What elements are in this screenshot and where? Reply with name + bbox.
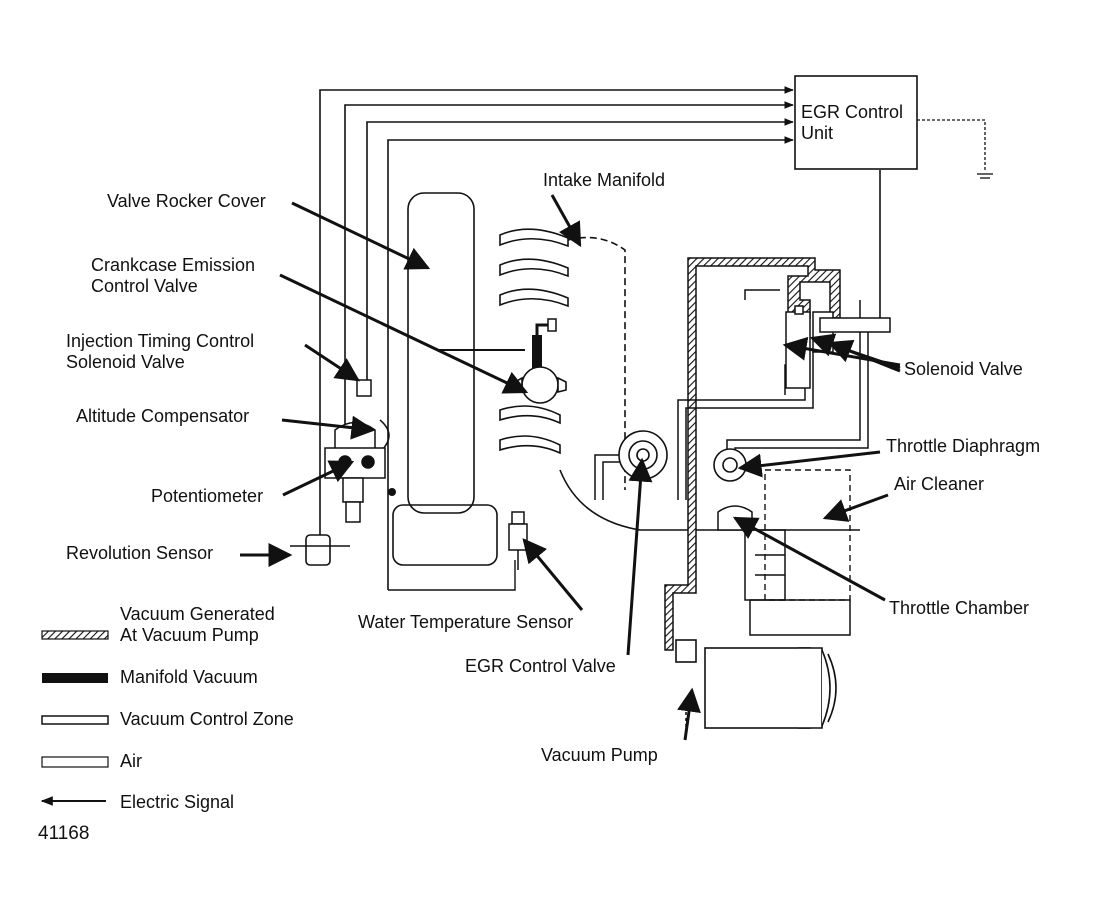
legend-label-air: Air [120,751,142,771]
open-bar-icon [41,756,109,768]
egr-control-unit-box [794,75,918,170]
vacuum-pump-shape [675,639,837,730]
egr-control-unit-label: EGR Control Unit [801,102,904,143]
arrow-intake-manifold [550,194,582,248]
legend-label-electric-signal: Electric Signal [120,792,235,812]
legend-label-vacuum-pump: Vacuum Generated At Vacuum Pump [120,604,275,645]
valve-rocker-cover-shape [407,192,475,514]
egr-control-valve-label: EGR Control Valve [465,656,616,676]
arrow-injection-solenoid [304,343,361,382]
arrow-potentiometer [282,460,355,497]
arrow-egr-control-valve [626,457,653,656]
ground-icon [917,119,993,179]
solenoid-valve-label: Solenoid Valve [904,359,1023,379]
legend-label-manifold-vacuum: Manifold Vacuum [120,667,258,687]
arrow-throttle-chamber [732,516,886,602]
injection-timing-control-solenoid-valve-label: Injection Timing Control Solenoid Valve [66,331,255,372]
vacuum-pump-line [664,257,841,651]
valve-rocker-cover-label: Valve Rocker Cover [107,191,266,211]
arrow-altitude-compensator [281,415,376,440]
revolution-sensor-shape [290,534,350,566]
arrow-solenoid-3 [827,339,901,373]
legend-label-vacuum-control-zone: Vacuum Control Zone [120,709,294,729]
air-cleaner-label: Air Cleaner [894,474,985,494]
arrow-crankcase-valve [279,273,529,394]
double-line-bar-icon [41,715,109,725]
arrow-vacuum-pump [677,687,701,741]
engine-block-shape [392,504,498,566]
arrow-valve-rocker-cover [291,201,431,270]
intake-manifold-label: Intake Manifold [543,170,666,190]
throttle-diaphragm-label: Throttle Diaphragm [886,436,1041,456]
hatched-bar-icon [41,630,109,640]
crankcase-emission-control-valve-label: Crankcase Emission Control Valve [91,255,256,296]
leader-arrows [240,194,901,741]
revolution-sensor-label: Revolution Sensor [66,543,214,563]
vacuum-pump-label: Vacuum Pump [541,745,658,765]
water-temperature-sensor-label: Water Temperature Sensor [358,612,574,632]
manifold-vacuum-line [438,318,557,375]
figure-id: 41168 [38,823,90,844]
arrow-throttle-diaphragm [737,450,881,478]
throttle-chamber-label: Throttle Chamber [889,598,1030,618]
solid-bar-icon [42,673,108,683]
arrow-water-temp-sensor [522,538,584,611]
potentiometer-label: Potentiometer [151,486,264,506]
altitude-compensator-label: Altitude Compensator [76,406,250,426]
arrow-air-cleaner [822,493,889,522]
